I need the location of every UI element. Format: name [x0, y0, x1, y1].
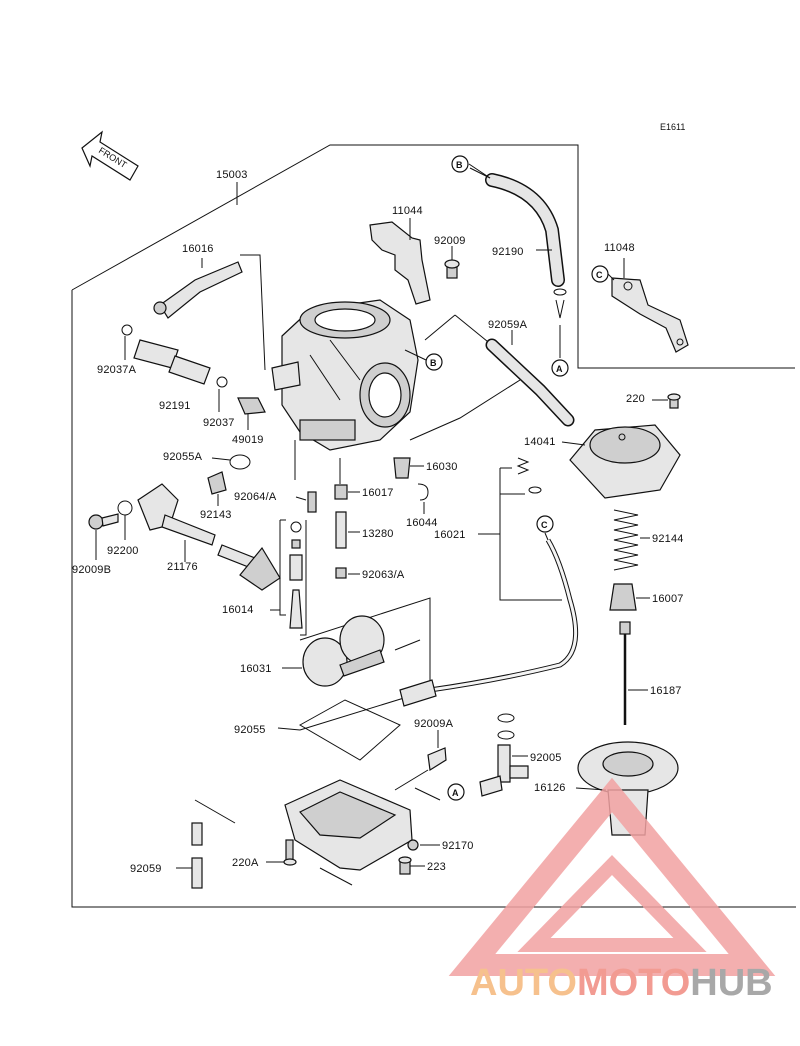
svg-text:AUTOMOTOHUB: AUTOMOTOHUB — [470, 962, 773, 1004]
label-16007: 16007 — [652, 593, 684, 605]
label-16030: 16030 — [426, 461, 458, 473]
part-16187 — [619, 621, 631, 725]
svg-text:C: C — [541, 520, 548, 530]
svg-text:C: C — [596, 270, 603, 280]
part-220 — [667, 393, 681, 409]
part-16014 — [289, 521, 303, 629]
label-92009A: 92009A — [414, 718, 454, 730]
label-16021: 16021 — [434, 529, 466, 541]
callout-a-bowl: A — [447, 783, 465, 801]
part-92144 — [613, 509, 639, 571]
label-92063A: 92063/A — [362, 569, 405, 581]
label-92005: 92005 — [530, 752, 562, 764]
part-13280 — [335, 511, 347, 549]
label-11044: 11044 — [392, 205, 423, 217]
label-21176: 21176 — [167, 561, 198, 573]
assembly-frame — [71, 144, 795, 369]
label-11048: 11048 — [604, 242, 635, 254]
part-92059 — [191, 799, 236, 889]
label-92190: 92190 — [492, 246, 524, 258]
part-16031 — [299, 597, 431, 731]
front-arrow-icon: FRONT — [81, 130, 139, 181]
part-92200 — [117, 500, 133, 516]
part-14041 — [569, 424, 681, 499]
callout-c-bracket: C — [591, 265, 609, 283]
label-15003: 15003 — [216, 169, 248, 181]
part-16030 — [393, 457, 411, 479]
part-92064A — [307, 491, 317, 513]
part-92170 — [407, 839, 419, 851]
label-49019: 49019 — [232, 434, 264, 446]
part-92191 — [121, 324, 228, 388]
part-92055A — [229, 454, 251, 470]
part-92063A — [335, 567, 347, 579]
watermark-moto: MOTO — [577, 962, 690, 1004]
label-92144: 92144 — [652, 533, 684, 545]
svg-text:B: B — [430, 358, 437, 368]
label-220A: 220A — [232, 857, 259, 869]
label-92055A: 92055A — [163, 451, 203, 463]
label-92009: 92009 — [434, 235, 466, 247]
callout-a-top: A — [551, 359, 569, 377]
part-92059A — [485, 338, 575, 427]
watermark-auto: AUTO — [470, 962, 577, 1004]
label-92191: 92191 — [159, 400, 191, 412]
label-16187: 16187 — [650, 685, 682, 697]
part-16007 — [609, 583, 637, 611]
label-16014: 16014 — [222, 604, 254, 616]
callout-b-top: B — [451, 155, 491, 179]
label-14041: 14041 — [524, 436, 556, 448]
label-92055: 92055 — [234, 724, 266, 736]
svg-text:A: A — [556, 364, 563, 374]
part-223 — [398, 856, 412, 875]
assembly-frame-lower — [71, 290, 796, 908]
label-92064A: 92064/A — [234, 491, 277, 503]
part-92005 — [479, 713, 529, 797]
label-92170: 92170 — [442, 840, 474, 852]
label-92037A: 92037A — [97, 364, 137, 376]
part-21176 — [137, 483, 281, 591]
label-92059A: 92059A — [488, 319, 528, 331]
part-92190 — [485, 173, 567, 319]
label-92037: 92037 — [203, 417, 235, 429]
label-16031: 16031 — [240, 663, 272, 675]
carburetor-body — [271, 299, 419, 451]
label-92059: 92059 — [130, 863, 162, 875]
label-13280: 13280 — [362, 528, 394, 540]
label-16126: 16126 — [534, 782, 566, 794]
part-92143 — [207, 471, 227, 495]
svg-text:A: A — [452, 788, 459, 798]
label-16017: 16017 — [362, 487, 394, 499]
label-220: 220 — [626, 393, 645, 405]
part-16021 — [399, 457, 579, 707]
part-16044 — [417, 483, 429, 501]
label-223: 223 — [427, 861, 446, 873]
part-92009 — [444, 259, 460, 279]
watermark-hub: HUB — [690, 962, 772, 1004]
part-49019 — [237, 397, 266, 415]
callout-c-cable: C — [536, 515, 554, 533]
callout-b-body: B — [404, 349, 443, 371]
label-16044: 16044 — [406, 517, 438, 529]
label-92009B: 92009B — [72, 564, 111, 576]
label-16016: 16016 — [182, 243, 214, 255]
label-92143: 92143 — [200, 509, 232, 521]
part-16016 — [153, 258, 243, 319]
part-11048 — [611, 277, 689, 353]
label-92200: 92200 — [107, 545, 139, 557]
part-92009A — [427, 747, 447, 772]
watermark-logo: AUTOMOTOHUB — [448, 777, 776, 1004]
part-220A — [283, 839, 297, 866]
part-92009B — [88, 513, 119, 530]
diagram-code: E1611 — [660, 122, 685, 132]
svg-text:B: B — [456, 160, 463, 170]
float-bowl — [284, 779, 441, 886]
part-92055 — [298, 699, 401, 761]
part-16017 — [334, 484, 348, 500]
part-11044 — [369, 221, 431, 305]
